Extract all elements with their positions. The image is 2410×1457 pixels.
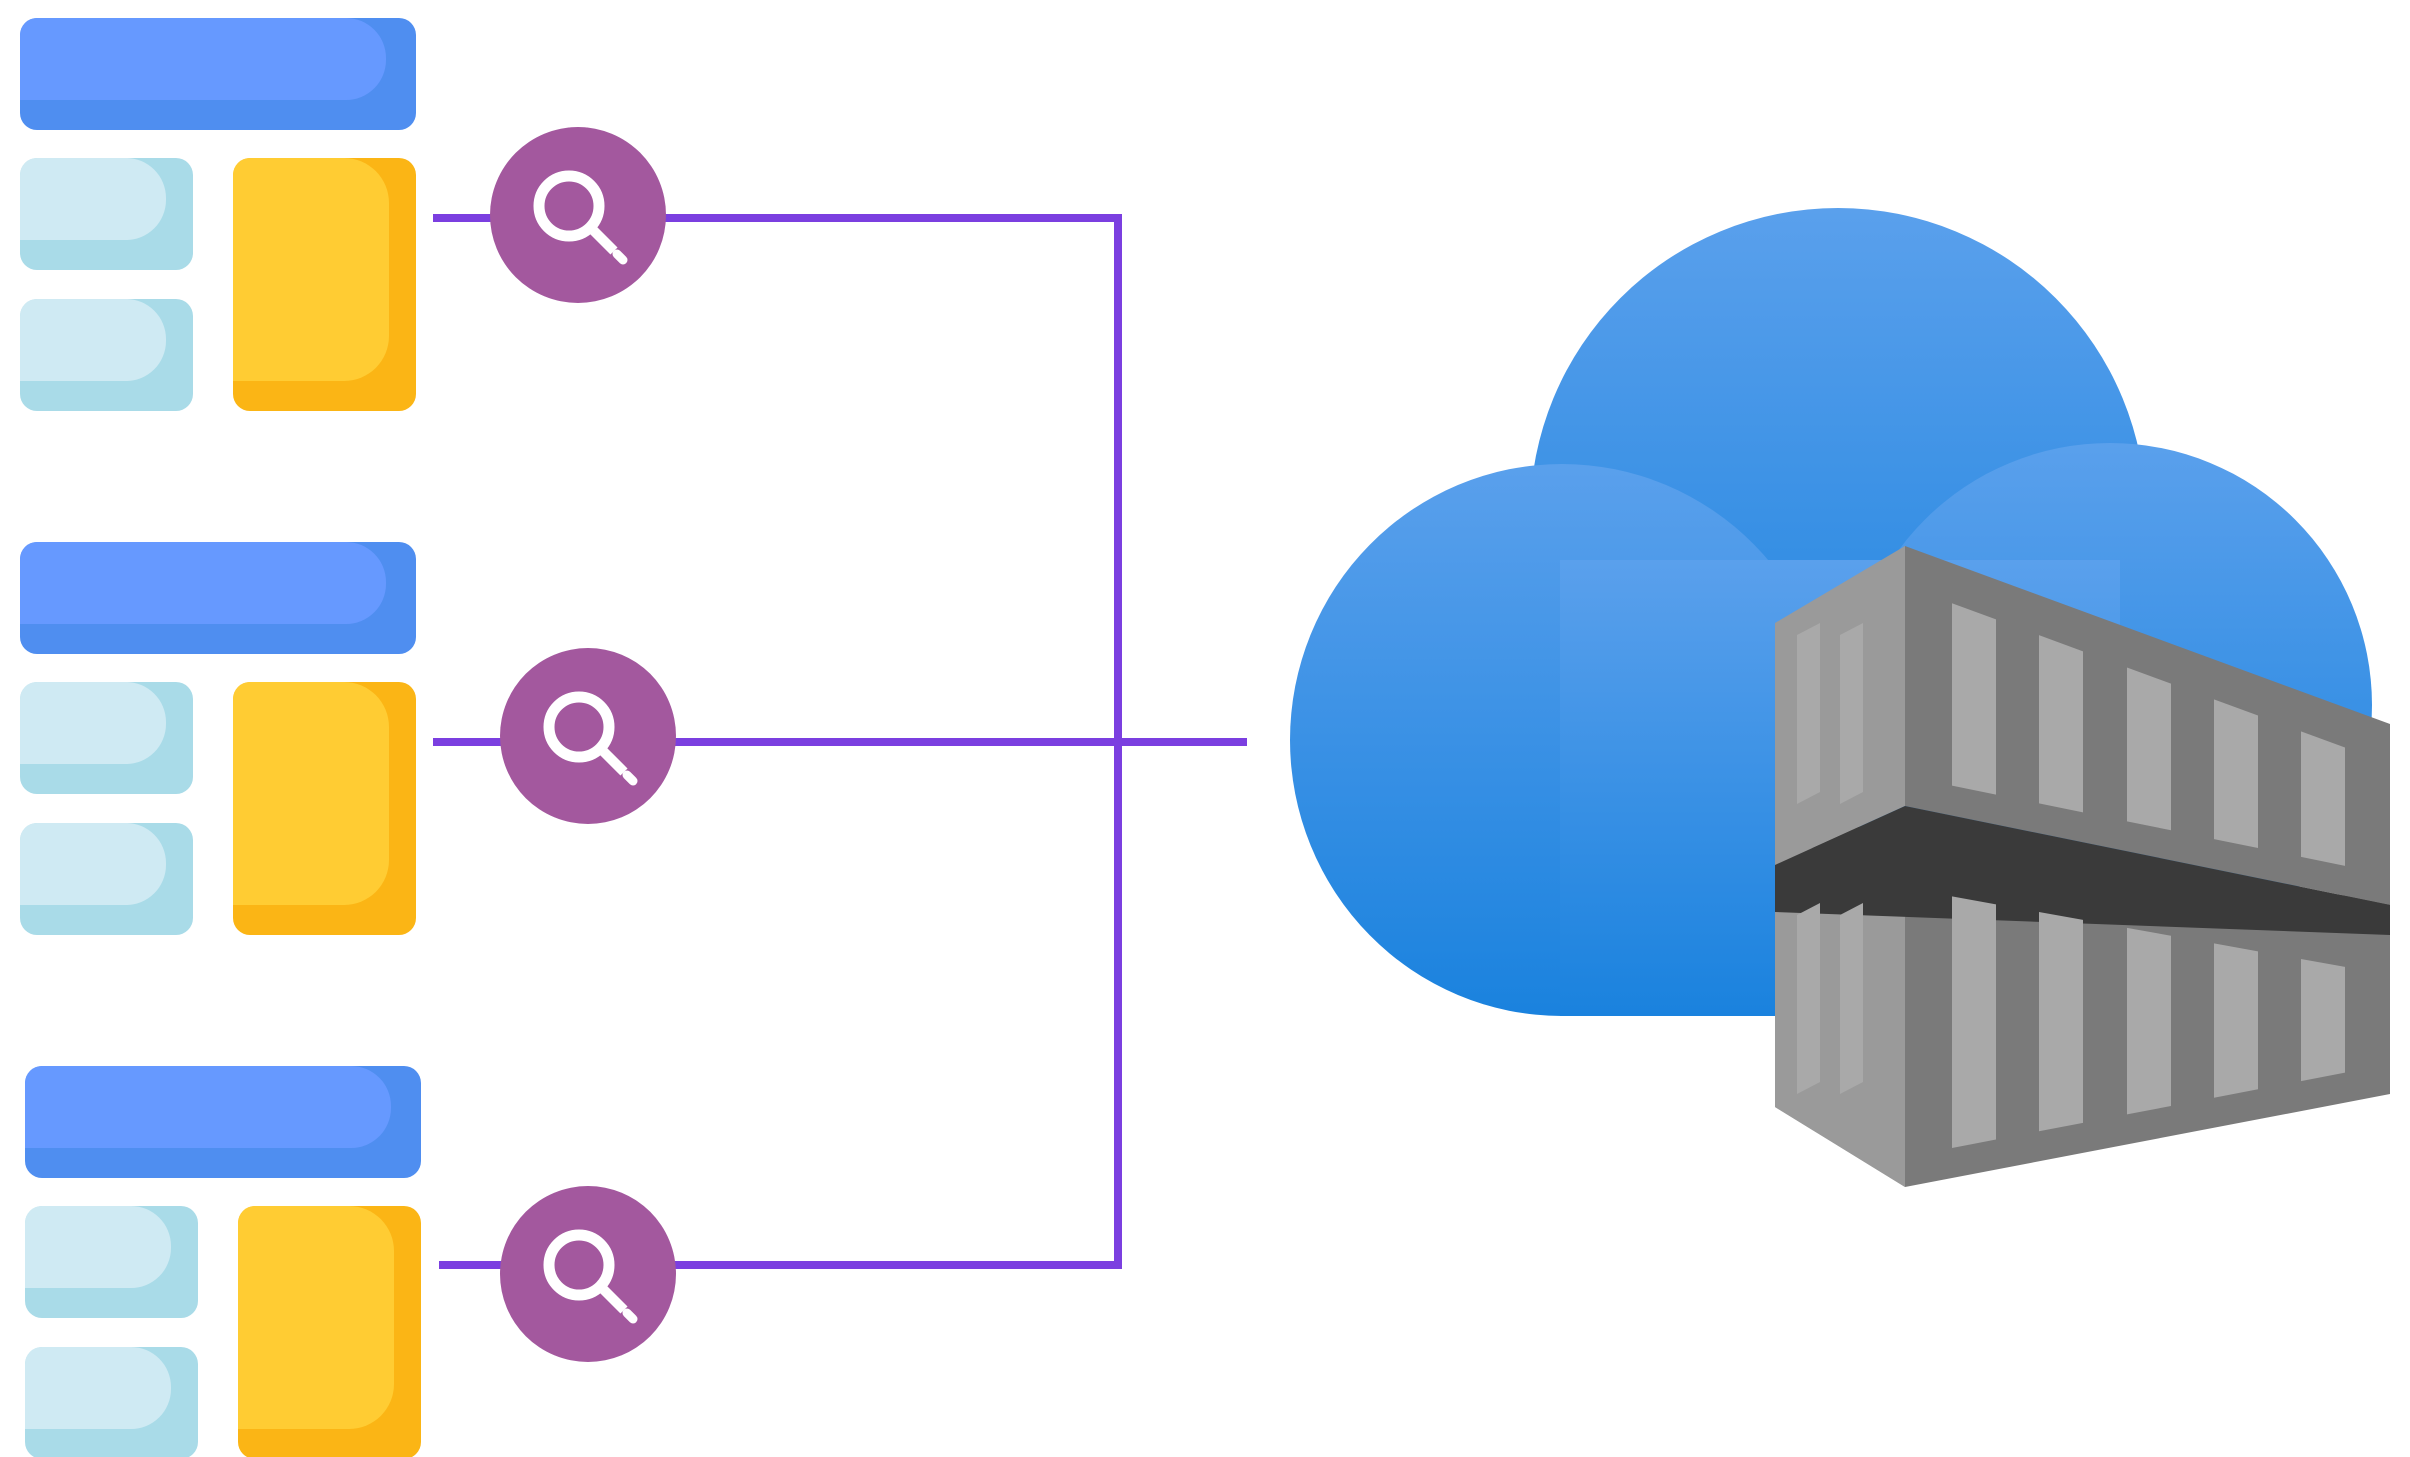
container-panel: [1952, 896, 1996, 1148]
container-panel: [2301, 959, 2345, 1082]
connector-line-3: [439, 745, 1122, 1269]
container-panel: [2214, 943, 2258, 1098]
container-panel: [2039, 635, 2083, 813]
search-icon: [500, 648, 676, 824]
container-door: [1840, 623, 1863, 804]
search-icon: [490, 127, 666, 303]
container-panel: [2301, 731, 2345, 866]
container-door: [1797, 623, 1820, 804]
container-door: [1797, 903, 1820, 1094]
dashboard-icon: [20, 542, 416, 935]
container-door: [1840, 903, 1863, 1094]
container-panel: [2127, 667, 2171, 831]
dashboard-sources: [20, 18, 421, 1457]
container-panel: [2039, 912, 2083, 1132]
container-panel: [1952, 603, 1996, 795]
search-icon: [500, 1186, 676, 1362]
container-panel: [2127, 927, 2171, 1115]
container-panel: [2214, 699, 2258, 849]
container-registry-icon: [1775, 546, 2390, 1187]
search-badges: [490, 127, 676, 1362]
dashboard-icon: [20, 18, 416, 411]
dashboard-icon: [25, 1066, 421, 1457]
